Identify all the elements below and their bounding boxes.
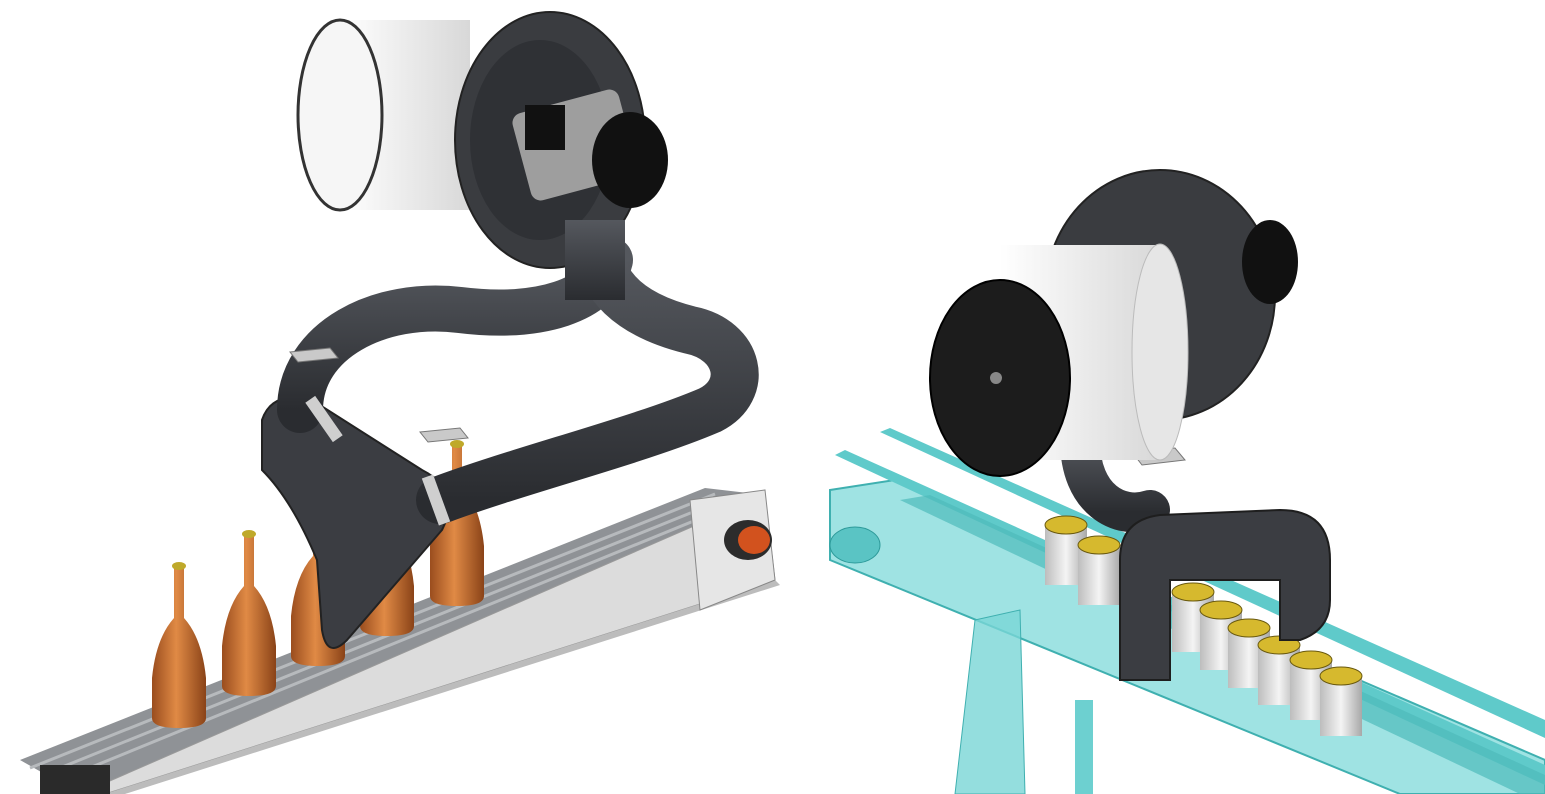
blower-left: [296, 11, 668, 300]
air-manifold: [261, 236, 759, 649]
blower-right: [929, 169, 1298, 477]
cans-row: [1044, 515, 1363, 736]
bottle-conveyor: [20, 488, 780, 794]
